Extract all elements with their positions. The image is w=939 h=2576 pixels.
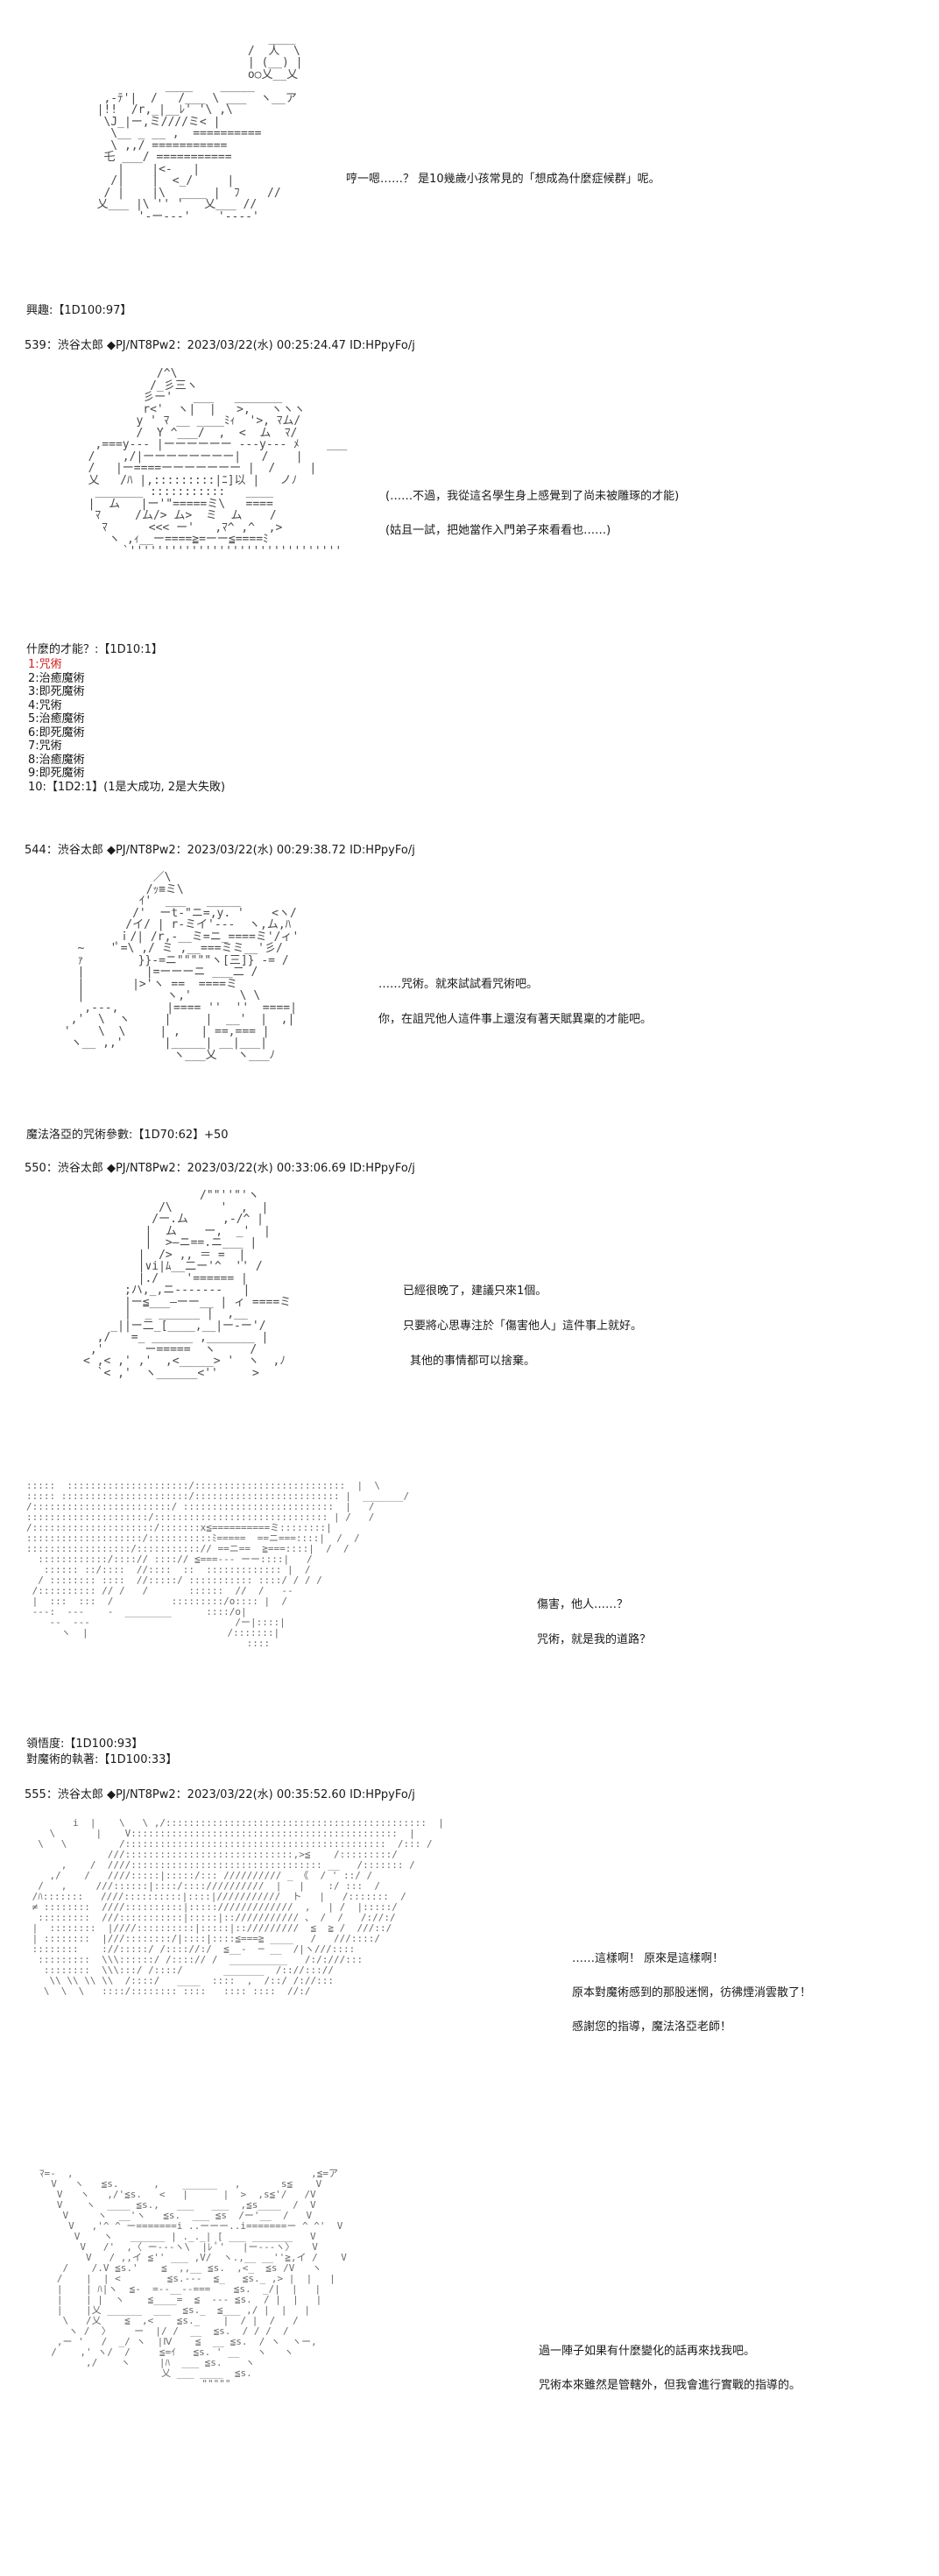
speech-line: 過一陣子如果有什麼變化的話再來找我吧。 [539,2345,756,2358]
post-header-544: 544：渋谷太郎 ◆PJ/NT8Pw2：2023/03/22(水) 00:29:… [25,844,415,857]
talent-list-item: 8:治癒魔術 [28,753,85,767]
speech-line: (姑且一試，把她當作入門弟子來看看也……) [385,524,611,537]
dice-roll-comprehension: 領悟度:【1D100:93】 [26,1737,144,1751]
talent-list-item: 7:咒術 [28,740,62,753]
speech-line: 原本對魔術感到的那股迷惘，彷彿煙消雲散了！ [572,1986,812,1999]
speech-line: (……不過，我從這名學生身上感覺到了尚未被雕琢的才能) [385,490,680,503]
ascii-art-post-544: ／\ /ｯ≡ミ\ ｲ' ___ _____ /' ーt-"ニ=,y. ' <ヽ/… [63,871,300,1062]
talent-list-item: 4:咒術 [28,698,62,712]
talent-list: 1:咒術 2:治癒魔術 3:即死魔術 4:咒術 5:治癒魔術 6:即死魔術 7:… [28,658,225,794]
talent-list-item: 2:治癒魔術 [28,671,85,685]
dice-roll-obsession: 對魔術的執著:【1D100:33】 [26,1753,178,1766]
talent-list-item: 10:【1D2:1】(1是大成功, 2是大失敗) [28,780,226,794]
speech-line: 其他的事情都可以捨棄。 [410,1355,536,1368]
talent-roll-title: 什麼的才能？:【1D10:1】 [26,643,163,656]
speech-line: 哼一嗯……？ 是10幾歲小孩常見的「想成為什麼症候群」呢。 [346,173,660,186]
dice-roll-curse-stat: 魔法洛亞的咒術參數:【1D70:62】+50 [26,1129,229,1142]
talent-list-item: 9:即死魔術 [28,767,85,780]
speech-line: ……這樣啊！ 原來是這樣啊！ [572,1952,724,1965]
ascii-art-post-555: i | \ \ ,/::::::::::::::::::::::::::::::… [32,1817,444,1997]
talent-list-item: 3:即死魔術 [28,685,85,698]
ascii-art-dense-panel: ::::: :::::::::::::::::::::/::::::::::::… [26,1480,410,1649]
dice-roll-interest: 興趣:【1D100:97】 [26,304,132,317]
post-header-555: 555：渋谷太郎 ◆PJ/NT8Pw2：2023/03/22(水) 00:35:… [25,1788,415,1801]
speech-line: 咒術本來雖然是管轄外，但我會進行實戰的指導的。 [539,2379,801,2392]
talent-list-item: 5:治癒魔術 [28,712,85,725]
post-header-550: 550：渋谷太郎 ◆PJ/NT8Pw2：2023/03/22(水) 00:33:… [25,1162,415,1175]
speech-line: ……咒術。就來試試看咒術吧。 [378,978,539,991]
talent-list-item: 6:即死魔術 [28,725,85,740]
post-header-539: 539：渋谷太郎 ◆PJ/NT8Pw2：2023/03/22(水) 00:25:… [25,339,415,352]
speech-line: 傷害，他人……？ [537,1598,629,1611]
ascii-art-panel-1: ____ / 人 \ | (__) | o○乂__乂 ____ _____ ,-… [96,32,303,223]
ascii-art-final-panel: ﾏ=- , ,≦=ア V ヽ ≦s. , ______ , s≦ V V ヽ ,… [39,2168,347,2389]
speech-line: 咒術，就是我的道路？ [537,1633,652,1646]
ascii-art-post-550: /""''"'ヽ /\ ' , | /ー.ム ,-/^ | | ム ー, _' … [83,1189,292,1380]
ascii-art-post-539: /^\ /_彡三ヽ 彡ー' ___ _______ r<' ヽ| | >, ヽヽ… [88,367,348,558]
speech-line: 只要將心思專注於「傷害他人」這件事上就好。 [403,1320,643,1333]
speech-line: 感謝您的指導，魔法洛亞老師！ [572,2020,732,2034]
talent-list-item: 1:咒術 [28,658,62,671]
speech-line: 已經很晚了，建議只來1個。 [403,1284,547,1298]
speech-line: 你，在詛咒他人這件事上還沒有著天賦異稟的才能吧。 [378,1013,653,1026]
